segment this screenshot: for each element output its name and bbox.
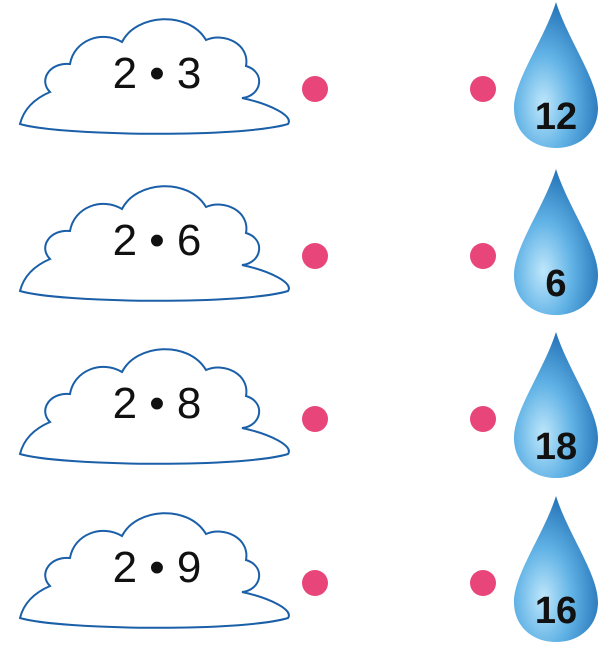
match-row-1: 2 • 3 12 [0, 0, 607, 150]
cloud-1: 2 • 3 [10, 0, 295, 140]
drop-value: 12 [534, 96, 578, 138]
right-connector-dot[interactable] [470, 570, 496, 596]
cloud-icon [18, 348, 290, 465]
match-row-2: 2 • 6 6 [0, 167, 607, 317]
expression-text: 2 • 6 [112, 216, 202, 265]
drop-2: 6 [510, 167, 602, 317]
expression-text: 2 • 3 [112, 49, 202, 98]
water-drop-icon [514, 332, 598, 478]
right-connector-dot[interactable] [470, 243, 496, 269]
right-connector-dot[interactable] [470, 76, 496, 102]
cloud-icon [18, 185, 290, 302]
left-connector-dot[interactable] [302, 76, 328, 102]
water-drop-icon [514, 169, 598, 315]
drop-value: 16 [534, 590, 578, 632]
drop-value: 18 [534, 426, 578, 468]
cloud-2: 2 • 6 [10, 167, 295, 307]
cloud-3: 2 • 8 [10, 330, 295, 470]
expression-text: 2 • 8 [112, 379, 202, 428]
match-row-3: 2 • 8 18 [0, 330, 607, 480]
right-connector-dot[interactable] [470, 406, 496, 432]
cloud-icon [18, 18, 290, 135]
expression-text: 2 • 9 [112, 543, 202, 592]
drop-1: 12 [510, 0, 602, 150]
drop-3: 18 [510, 330, 602, 480]
drop-4: 16 [510, 494, 602, 644]
left-connector-dot[interactable] [302, 243, 328, 269]
cloud-4: 2 • 9 [10, 494, 295, 634]
cloud-icon [18, 512, 290, 629]
water-drop-icon [514, 496, 598, 642]
drop-value: 6 [545, 263, 567, 305]
left-connector-dot[interactable] [302, 406, 328, 432]
match-row-4: 2 • 9 16 [0, 494, 607, 644]
water-drop-icon [514, 2, 598, 148]
left-connector-dot[interactable] [302, 570, 328, 596]
